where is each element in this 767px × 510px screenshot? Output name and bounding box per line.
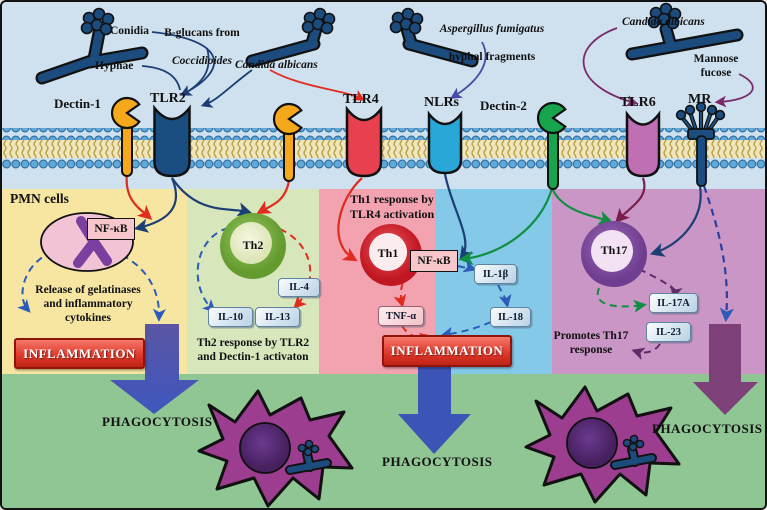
dectin2-to-nfkb-arrow [458,187,554,266]
il4-box: IL-4 [278,278,320,297]
phagocyte-left [197,389,354,508]
dectin1b-to-th2-arrow [256,180,291,215]
mannose-fucose-label: Mannose fucose [693,53,739,80]
phagocytosis-arrow-middle [398,364,471,454]
il10-box: IL-10 [208,307,253,327]
mr-to-phagocytosis-dashed-arrow [702,185,735,323]
th17-to-il17a-dashed [638,268,683,299]
tnfa-box: TNF-α [378,306,424,326]
th1-cell [360,224,422,286]
bglucans-line1: B-glucans from [164,27,240,40]
phagocytosis-label-middle: PHAGOCYTOSIS [382,454,493,469]
th2-cell [220,213,286,279]
plasma-membrane [2,128,765,170]
tlr2-to-nfkb-arrow [133,177,178,233]
il17a-box: IL-17A [649,293,698,313]
nfkb-to-il1b-dashed [457,259,477,273]
candida-to-tlr2-arrow [200,69,253,108]
tlr2-label: TLR2 [150,91,186,106]
dectin2-stalk [547,128,559,190]
th17-caption: Promotes Th17 response [553,330,629,357]
hypha-right [625,2,744,61]
conidia-hyphae-left [35,7,149,85]
il18-box: IL-18 [490,307,531,327]
th2-to-il13-dashed [279,228,312,309]
il18-to-inflammation-dashed [440,321,492,340]
phagocytosis-arrow-right [693,324,758,415]
tlr2-receptor [153,104,191,178]
tlr6-to-th17-arrow [615,177,646,224]
candida-right-label: Candida albicans [622,16,705,28]
aspergillus-line2: hyphal fragments [448,51,536,64]
il23-box: IL-23 [646,322,691,342]
dectin1b-receptor [272,102,303,136]
th17-to-il17a-green-dashed [596,287,647,313]
candida-to-tlr4-arrow [269,69,366,101]
tlr6-receptor [625,110,661,178]
hyphae-label: Hyphae [95,60,134,72]
inflammation-box-th1: INFLAMMATION [382,335,512,367]
conidia-label: Conidia [110,25,149,37]
nfkb-box-th1: NF-κB [410,250,458,272]
phagocytosis-arrow-left [110,324,199,414]
tlr4-receptor [345,105,383,178]
dectin1-receptor [110,96,141,130]
mannose-to-mr-arrow [714,73,754,108]
th1-cell-label: Th1 [377,246,399,260]
conidia-to-tlr2-arrow [151,31,215,96]
th1-title: Th1 response by TLR4 activation [349,192,435,221]
bglucans-to-tlr2-line [185,47,210,94]
tlr2-to-th2-arrow [171,177,253,217]
il1b-to-il18-dashed [497,284,512,308]
candida-left-label: Candida albicans [235,59,318,71]
release-gelatinases-text: Release of gelatinases and inflammatory … [35,284,141,325]
phagocyte-right [524,385,681,504]
pmn-cells-title: PMN cells [10,191,69,206]
nlrs-receptor [427,110,463,175]
dectin1b-stalk [283,129,295,182]
dectin2-label: Dectin-2 [480,98,527,113]
mr-to-th17-arrow [649,185,702,257]
hyphae-middle-pair [245,7,479,68]
il13-box: IL-13 [255,307,300,327]
pmn-loop-right-dashed [121,254,166,322]
pmn-loop-left-dashed [17,248,65,313]
nfkb-box-pmn: NF-κB [87,218,135,240]
tlr4-to-th1-arrow [337,177,363,262]
aspergillus-to-nlrs-arrow [450,41,487,99]
mr-label: MR [688,92,712,107]
nlrs-to-nfkb-arrow [443,173,474,261]
th2-to-il10-dashed [196,227,229,313]
th17-cell-label: Th17 [600,243,628,257]
th2-caption: Th2 response by TLR2 and Dectin-1 activa… [196,337,310,364]
nlrs-label: NLRs [424,95,460,110]
aspergillus-label: Aspergillus fumigatus hyphal fragments [425,8,559,64]
candida-to-tlr6-arrow [582,27,639,107]
dectin1-stalk [121,123,133,177]
dectin1-label: Dectin-1 [54,96,101,111]
dectin2-to-th17-arrow [550,187,614,225]
aspergillus-line1: Aspergillus fumigatus [439,23,545,36]
tlr4-label: TLR4 [343,92,379,107]
inflammation-box-pmn: INFLAMMATION [14,338,145,369]
dectin1-to-nfkb-arrow [125,173,153,220]
th17-cell [581,221,647,287]
bglucans-line2: Coccidioides [171,55,233,68]
tlr6-label: TLR6 [620,95,656,110]
il1b-box: IL-1β [474,264,517,284]
mr-receptor [675,101,726,187]
receptor-shapes [110,96,726,190]
dectin2-receptor [536,101,567,135]
phagocytosis-label-left: PHAGOCYTOSIS [102,414,213,429]
phagocytosis-label-right: PHAGOCYTOSIS [652,421,763,436]
il23-to-promotes-dashed [631,343,661,361]
th2-cell-label: Th2 [242,238,264,252]
hyphae-to-tlr2-line [141,65,181,91]
bglucans-label: B-glucans from Coccidioides [154,12,250,68]
